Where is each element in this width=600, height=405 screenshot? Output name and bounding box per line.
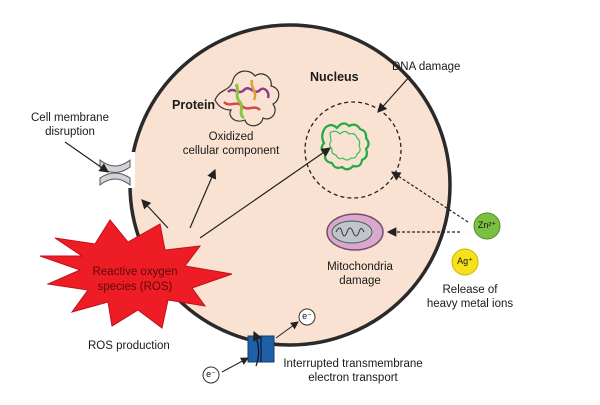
arrow-label-membrane-disruption [64,141,109,173]
label-heavy-metal-ions: Release of heavy metal ions [410,283,530,311]
label-electron-transport: Interrupted transmembrane electron trans… [278,357,428,385]
label-membrane-disruption-line2: disruption [45,126,95,138]
electron-bottom-icon [202,366,220,384]
label-ros: Reactive oxygen species (ROS) [80,265,190,295]
ag-ion-icon [451,248,479,276]
label-ros-production: ROS production [88,340,170,352]
label-membrane-disruption-line1: Cell membrane [31,112,109,124]
arrow-ions-to-nucleus [390,171,469,223]
label-electron-transport-line1: Interrupted transmembrane [283,358,423,370]
label-ros-line2: species (ROS) [97,281,173,293]
label-release-line2: heavy metal ions [426,298,514,310]
label-oxidized: Oxidized cellular component [176,130,286,158]
label-oxidized-line2: cellular component [182,145,280,157]
mitochondrion-icon [326,213,384,251]
membrane-channel-icon [247,330,275,367]
membrane-pore-icon [95,152,135,188]
arrow-ros-to-nucleus [199,147,331,239]
label-membrane-disruption: Cell membrane disruption [22,111,118,139]
electron-top-icon [298,308,316,326]
nucleus-boundary [304,101,402,199]
label-protein: Protein [172,98,216,112]
label-electron-transport-line2: electron transport [308,372,398,384]
label-release-line1: Release of [442,284,498,296]
electron-bottom-label: e⁻ [206,369,216,379]
label-mito-line2: damage [339,275,381,287]
label-nucleus: Nucleus [310,70,359,84]
label-ros-line1: Reactive oxygen [92,266,178,278]
label-mitochondria: Mitochondria damage [315,260,405,288]
arrow-ros-to-membrane [141,199,169,229]
label-oxidized-line1: Oxidized [208,131,254,143]
zn-ion-icon [473,212,501,240]
label-dna-damage: DNA damage [392,61,461,73]
arrow-label-dna-damage [377,75,411,113]
electron-top-label: e⁻ [302,311,312,321]
arrow-ros-to-component [189,168,217,229]
label-mito-line1: Mitochondria [327,261,393,273]
zn-ion-label: Zn²⁺ [477,220,497,230]
ros-burst [39,219,233,329]
protein-icon [214,70,280,127]
ag-ion-label: Ag⁺ [457,256,473,266]
